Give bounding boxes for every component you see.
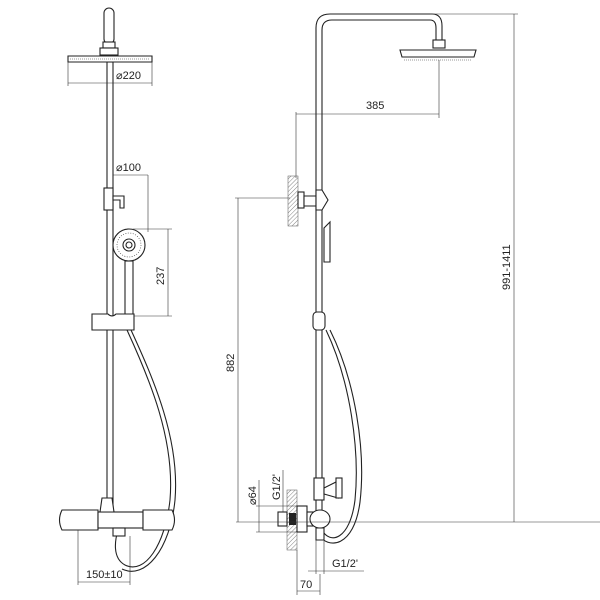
dim-arm-projection: 385 <box>366 100 384 112</box>
dim-total-height: 991-1411 <box>501 244 513 290</box>
inlet-pipe <box>277 511 288 527</box>
dim-bracket-height: 882 <box>225 354 237 372</box>
handset-hook <box>112 195 125 209</box>
handset-slider <box>103 187 114 211</box>
dim-outlet-thread: G1/2' <box>332 558 358 570</box>
dim-head-diameter: ⌀220 <box>116 70 141 82</box>
hose-holder-side <box>312 311 326 331</box>
dim-escutcheon-diameter: ⌀64 <box>247 486 259 505</box>
outlet-side <box>315 527 325 541</box>
wall-bracket <box>303 195 317 207</box>
dim-mixer-centres: 150±10 <box>86 569 123 581</box>
dim-handset-diameter: ⌀100 <box>116 162 141 174</box>
mixer-hose-outlet <box>112 527 126 537</box>
dim-inlet-thread: G1/2' <box>271 474 283 500</box>
shower-arm <box>103 7 115 45</box>
diverter-body <box>313 477 325 501</box>
shower-head-side <box>399 49 477 58</box>
shower-hose-side <box>321 329 357 539</box>
riser-pole <box>106 61 114 513</box>
head-nut <box>99 47 119 56</box>
handset-hook-side <box>323 220 331 263</box>
dim-handset-height: 237 <box>155 267 167 285</box>
front-view: ⌀220 ⌀100 237 150±10 <box>58 7 177 585</box>
hand-shower <box>112 228 146 262</box>
mixer-left-knob <box>58 509 99 531</box>
mixer-body-side <box>309 509 331 529</box>
mixer-outlet <box>99 497 115 513</box>
hand-shower-handle <box>124 260 134 318</box>
dim-wall-offset: 70 <box>300 579 312 591</box>
mixer-right-knob <box>142 509 176 531</box>
escutcheon <box>296 505 308 533</box>
hose-holder <box>91 313 135 331</box>
riser-pole-side <box>315 13 443 512</box>
thermostatic-mixer <box>97 511 144 529</box>
side-view: 385 882 991-1411 <box>225 13 600 595</box>
head-connector <box>102 41 116 49</box>
wall-top <box>287 175 299 227</box>
